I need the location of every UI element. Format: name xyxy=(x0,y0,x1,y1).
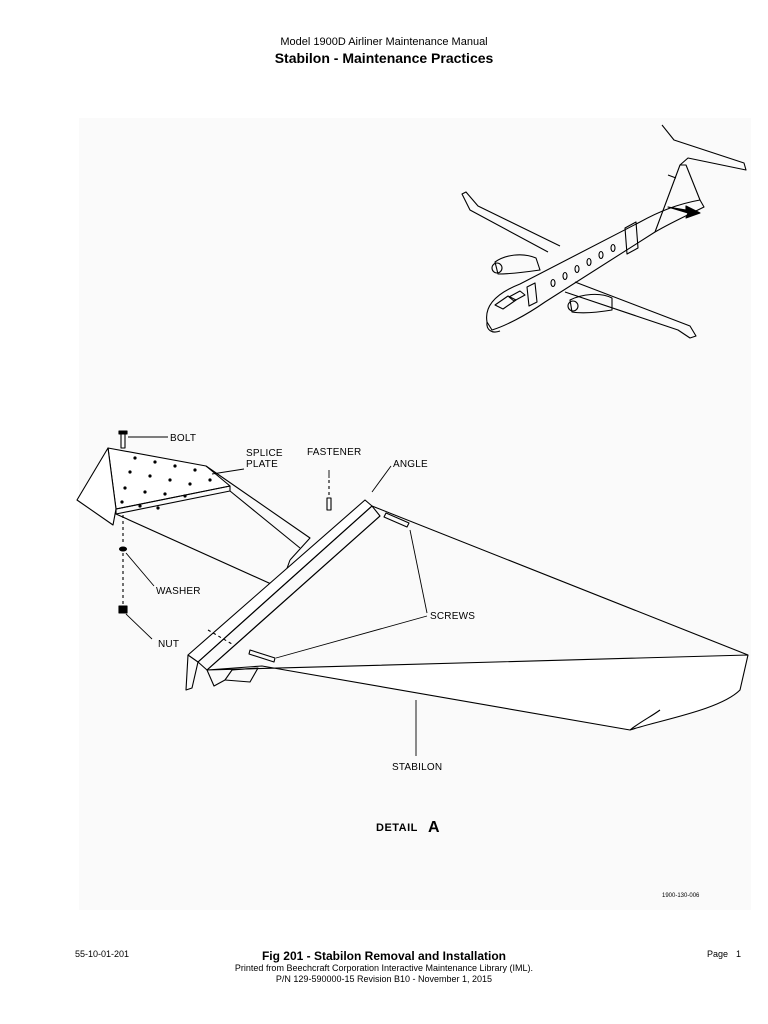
page-indicator: Page 1 xyxy=(707,949,741,959)
callout-leader-lines xyxy=(125,436,428,756)
detail-label: DETAIL xyxy=(376,822,418,834)
detail-letter: A xyxy=(428,819,440,836)
part-number-revision: P/N 129-590000-15 Revision B10 - Novembe… xyxy=(275,974,493,984)
document-number: 55-10-01-201 xyxy=(75,949,130,959)
printed-from-note: Printed from Beechcraft Corporation Inte… xyxy=(234,963,534,973)
callout-splice-line1: SPLICE xyxy=(246,448,283,459)
callout-screws: SCREWS xyxy=(430,611,475,622)
callout-splice-line2: PLATE xyxy=(246,459,278,470)
page-number: 1 xyxy=(736,949,742,959)
aircraft-illustration xyxy=(461,124,747,339)
page-label: Page xyxy=(707,949,729,959)
callout-nut: NUT xyxy=(158,639,179,650)
callout-bolt: BOLT xyxy=(170,433,196,444)
manual-title: Model 1900D Airliner Maintenance Manual xyxy=(280,36,488,48)
footer-center: Fig 201 - Stabilon Removal and Installat… xyxy=(0,949,768,985)
drawing-number: 1900-130-006 xyxy=(662,893,700,899)
callout-washer: WASHER xyxy=(156,586,201,597)
callout-angle: ANGLE xyxy=(393,459,428,470)
callout-fastener: FASTENER xyxy=(307,447,361,458)
figure-background xyxy=(79,118,751,910)
stabilon-detail-drawing xyxy=(76,430,749,731)
figure-title: Fig 201 - Stabilon Removal and Installat… xyxy=(261,949,507,963)
callout-stabilon: STABILON xyxy=(392,762,442,773)
section-title: Stabilon - Maintenance Practices xyxy=(274,50,494,66)
